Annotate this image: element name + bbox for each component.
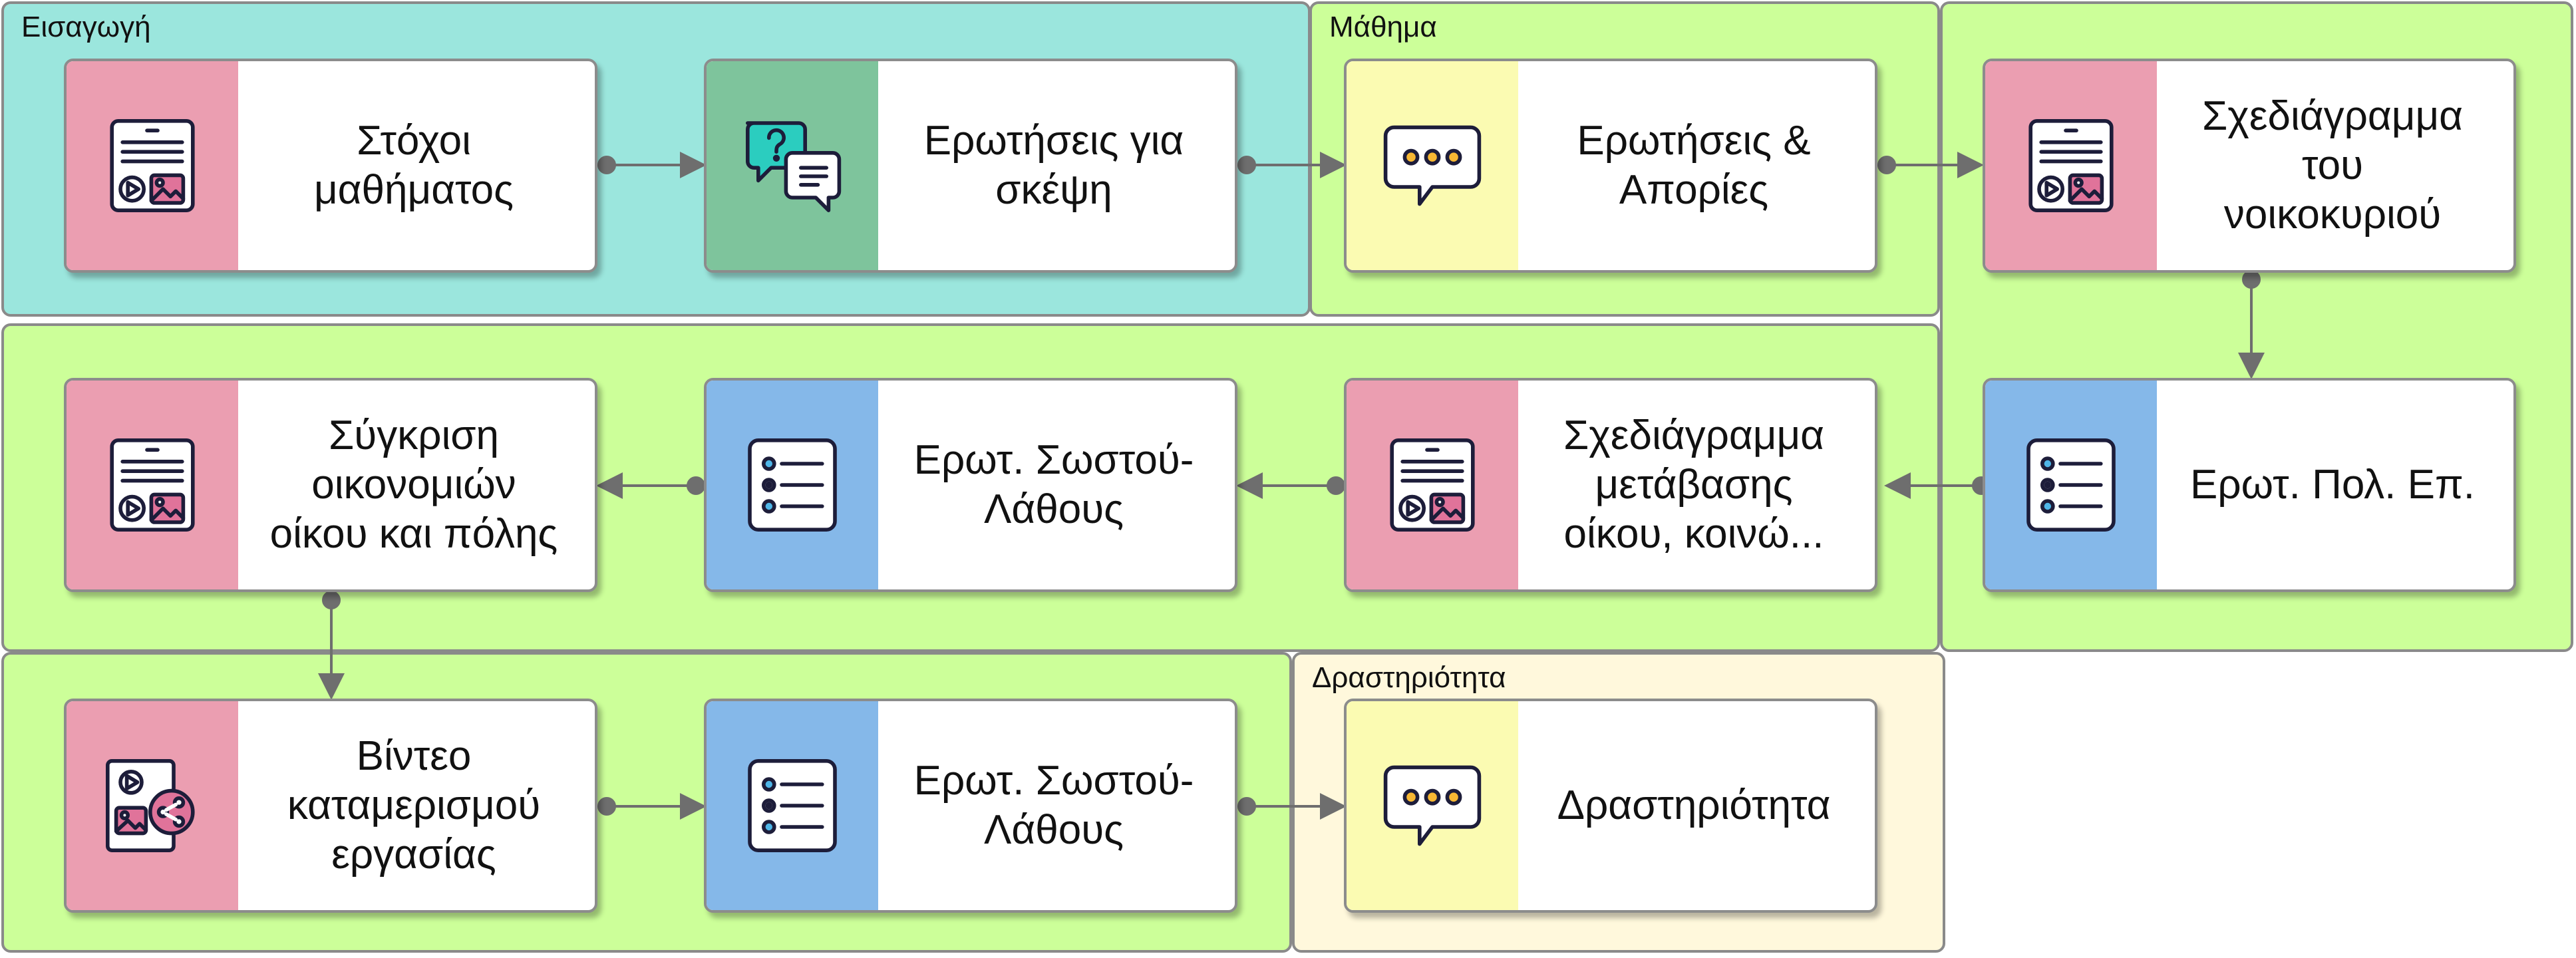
card-icon-area bbox=[707, 381, 878, 589]
card-icon-area bbox=[1347, 381, 1518, 589]
card-icon-area bbox=[67, 701, 238, 910]
list-icon bbox=[2026, 438, 2116, 532]
speech-bubble-icon bbox=[1383, 125, 1482, 206]
connector-dot-2 bbox=[1237, 156, 1256, 174]
card-label: Ερωτ. Σωστού- Λάθους bbox=[913, 437, 1194, 532]
card-icon-area bbox=[707, 701, 878, 910]
card-label: Ερωτήσεις για σκέψη bbox=[923, 118, 1184, 213]
card-icon-area bbox=[707, 61, 878, 270]
card-label: Δραστηριότητα bbox=[1557, 782, 1831, 828]
card-transition-diagram[interactable]: Σχεδιάγραμμα μετάβασης οίκου, κοινώ... bbox=[1344, 378, 1877, 592]
card-label: Σύγκριση οικονομιών οίκου και πόλης bbox=[269, 412, 558, 557]
card-icon-area bbox=[67, 381, 238, 589]
connector-dot-10 bbox=[1237, 797, 1256, 816]
card-thinking-questions[interactable]: Ερωτήσεις για σκέψη bbox=[704, 59, 1237, 273]
connector-dot-3 bbox=[1877, 156, 1896, 174]
connector-dot-6 bbox=[1327, 476, 1345, 495]
card-household-diagram[interactable]: Σχεδιάγραμμα του νοικοκυριού bbox=[1983, 59, 2516, 273]
card-activity[interactable]: Δραστηριότητα bbox=[1344, 699, 1877, 913]
question-chat-icon bbox=[746, 121, 842, 213]
card-label: Ερωτ. Σωστού- Λάθους bbox=[913, 758, 1194, 853]
card-true-false-questions[interactable]: Ερωτ. Σωστού- Λάθους bbox=[704, 378, 1237, 592]
card-label: Σχεδιάγραμμα του νοικοκυριού bbox=[2201, 93, 2464, 238]
connector-dot-1 bbox=[597, 156, 616, 174]
group-label-lesson: Μάθημα bbox=[1329, 11, 1437, 43]
media-document-icon bbox=[110, 119, 195, 212]
card-questions-doubts[interactable]: Ερωτήσεις & Απορίες bbox=[1344, 59, 1877, 273]
group-label-activity: Δραστηριότητα bbox=[1312, 661, 1506, 694]
card-icon-area bbox=[1347, 701, 1518, 910]
card-icon-area bbox=[1347, 61, 1518, 270]
card-label: Βίντεο καταμερισμού εργασίας bbox=[287, 733, 541, 878]
list-icon bbox=[748, 759, 837, 852]
card-lesson-goals[interactable]: Στόχοι μαθήματος bbox=[64, 59, 597, 273]
media-document-icon bbox=[1390, 438, 1475, 532]
media-document-icon bbox=[2028, 119, 2114, 212]
connector-dot-9 bbox=[597, 797, 616, 816]
card-true-false-questions-2[interactable]: Ερωτ. Σωστού- Λάθους bbox=[704, 699, 1237, 913]
list-icon bbox=[748, 438, 837, 532]
card-icon-area bbox=[1985, 61, 2157, 270]
card-division-of-labor-video[interactable]: Βίντεο καταμερισμού εργασίας bbox=[64, 699, 597, 913]
group-label-intro: Εισαγωγή bbox=[21, 11, 151, 43]
video-share-icon bbox=[106, 759, 195, 852]
card-icon-area bbox=[67, 61, 238, 270]
card-economy-comparison[interactable]: Σύγκριση οικονομιών οίκου και πόλης bbox=[64, 378, 597, 592]
connector-dot-4 bbox=[2242, 270, 2261, 289]
card-multiple-choice-questions[interactable]: Ερωτ. Πολ. Επ. bbox=[1983, 378, 2516, 592]
card-icon-area bbox=[1985, 381, 2157, 589]
card-label: Στόχοι μαθήματος bbox=[313, 118, 514, 213]
card-label: Ερωτ. Πολ. Επ. bbox=[2190, 462, 2475, 508]
card-label: Σχεδιάγραμμα μετάβασης οίκου, κοινώ... bbox=[1563, 412, 1825, 557]
connector-dot-8 bbox=[322, 591, 341, 609]
media-document-icon bbox=[110, 438, 195, 532]
connector-dot-7 bbox=[687, 476, 705, 495]
speech-bubble-icon bbox=[1383, 765, 1482, 846]
card-label: Ερωτήσεις & Απορίες bbox=[1577, 118, 1811, 213]
